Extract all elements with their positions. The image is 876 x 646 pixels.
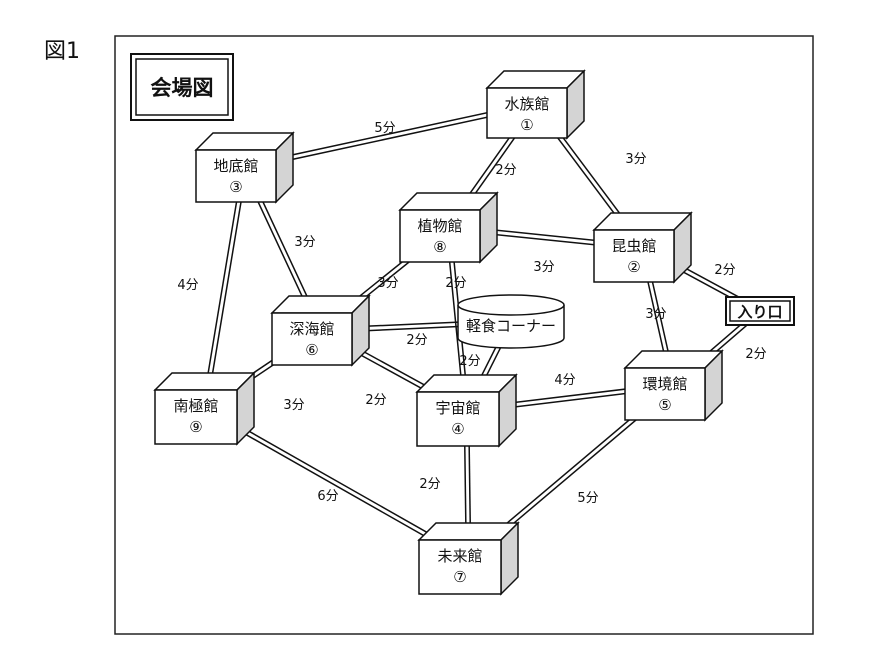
building-number: ② [627, 258, 640, 276]
path-time-label: 6分 [317, 489, 338, 504]
path-time-label: 2分 [495, 163, 516, 178]
building-number: ⑨ [189, 418, 202, 436]
path-time-label: 5分 [577, 491, 598, 506]
path-time-label: 2分 [714, 263, 735, 278]
building-number: ⑤ [658, 396, 671, 414]
building-suizokukan: 水族館 ① [485, 69, 586, 140]
building-name: 南極館 [173, 397, 218, 415]
building-nankyokukan: 南極館 ⑨ [153, 371, 256, 446]
figure-label: 図1 [44, 39, 80, 64]
building-number: ④ [451, 420, 464, 438]
building-name: 深海館 [289, 320, 334, 338]
buildings-layer: 水族館 ① 昆虫館 ② 地底館 ③ 宇宙館 ④ 環境館 ⑤ 深海館 ⑥ 未来館 ⑦ 植物館 ⑧ 南極館 ⑨ [153, 69, 724, 596]
building-konchukan: 昆虫館 ② [592, 211, 693, 284]
path-time-label: 4分 [177, 278, 198, 293]
path-time-label: 4分 [554, 373, 575, 388]
building-name: 昆虫館 [611, 237, 656, 255]
building-name: 水族館 [504, 95, 549, 113]
path-chiteikan-nankyokukan [201, 167, 248, 409]
building-uchukan: 宇宙館 ④ [415, 373, 518, 448]
building-shokubutsukan: 植物館 ⑧ [398, 191, 499, 264]
building-number: ① [520, 116, 533, 134]
path-time-label: 3分 [377, 276, 398, 291]
building-name: 植物館 [417, 217, 462, 235]
path-time-label: 3分 [533, 260, 554, 275]
path-time-label: 2分 [419, 477, 440, 492]
building-number: ⑦ [453, 568, 466, 586]
path-time-label: 2分 [445, 276, 466, 291]
entrance-label: 入り口 [737, 303, 782, 321]
path-time-label: 2分 [745, 347, 766, 362]
building-number: ③ [229, 178, 242, 196]
path-time-label: 3分 [294, 235, 315, 250]
building-name: 環境館 [642, 375, 687, 393]
building-name: 未来館 [437, 547, 482, 565]
building-miraikan: 未来館 ⑦ [417, 521, 520, 596]
path-time-label: 3分 [625, 152, 646, 167]
building-kankyokan: 環境館 ⑤ [623, 349, 724, 422]
map-frame [114, 35, 814, 635]
snack-corner: 軽食コーナー [457, 294, 565, 349]
building-shinkaikan: 深海館 ⑥ [270, 294, 371, 367]
entrance-box: 入り口 [725, 296, 795, 326]
building-chiteikan: 地底館 ③ [194, 131, 295, 204]
building-number: ⑧ [433, 238, 446, 256]
title-box: 会場図 [130, 53, 234, 121]
building-number: ⑥ [305, 341, 318, 359]
path-time-label: 3分 [645, 307, 666, 322]
snack-corner-label: 軽食コーナー [466, 317, 556, 335]
path-time-label: 2分 [459, 354, 480, 369]
path-time-label: 2分 [365, 393, 386, 408]
building-name: 地底館 [213, 157, 258, 175]
map-title: 会場図 [151, 76, 214, 100]
building-name: 宇宙館 [435, 399, 480, 417]
path-time-label: 3分 [283, 398, 304, 413]
path-time-label: 5分 [374, 121, 395, 136]
path-time-label: 2分 [406, 333, 427, 348]
